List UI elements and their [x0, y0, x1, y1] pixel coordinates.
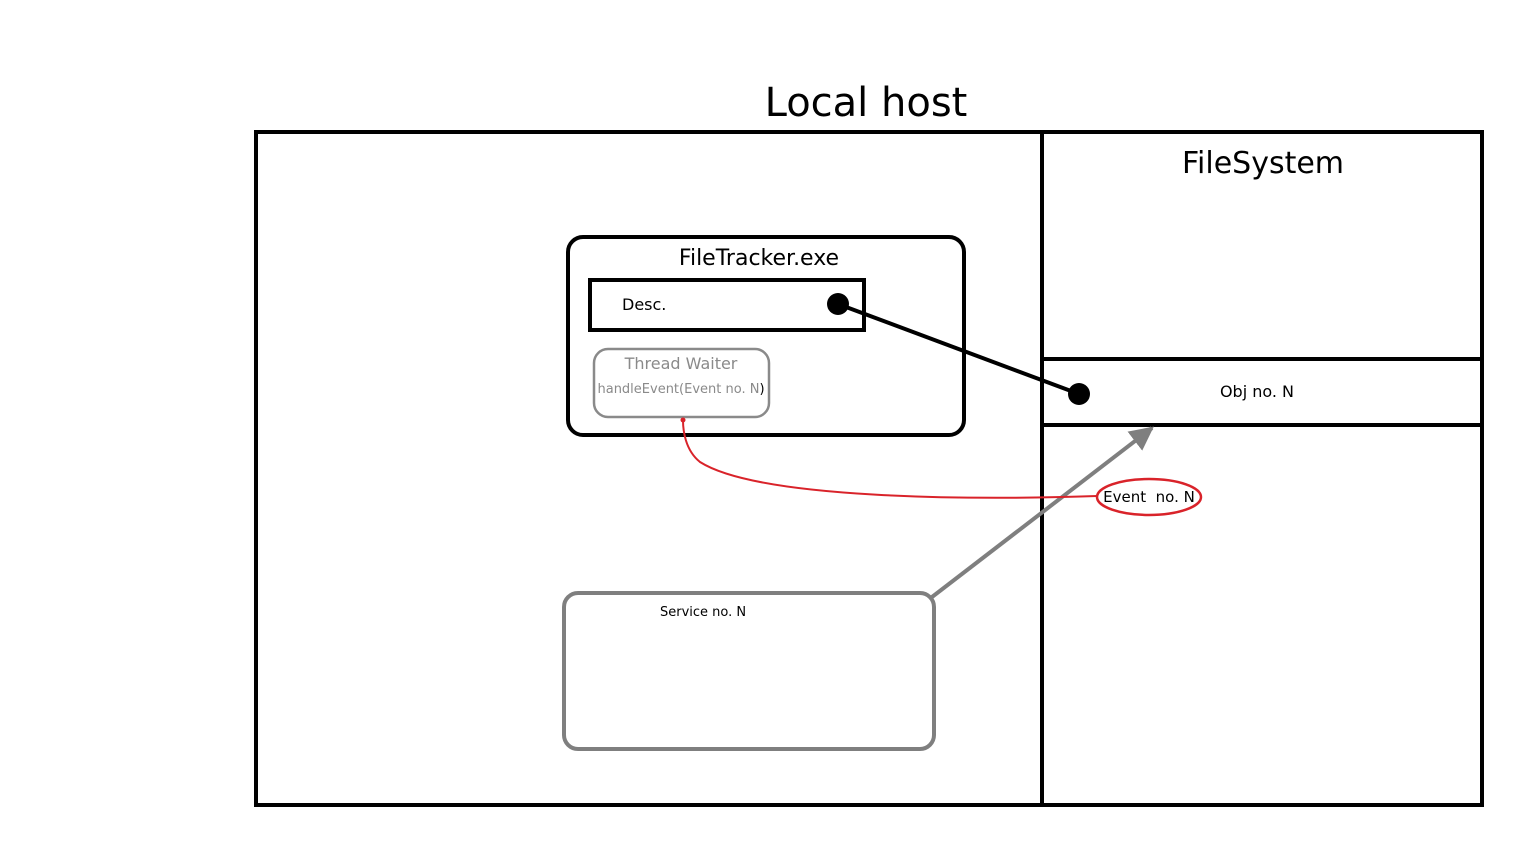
service-label: Service no. N	[660, 605, 746, 620]
object-endpoint-dot	[1068, 383, 1090, 405]
event-ellipse	[1095, 477, 1203, 517]
service-to-object-arrow	[930, 426, 1154, 599]
descriptor-box	[588, 278, 866, 332]
object-label: Obj no. N	[1220, 382, 1294, 401]
service-box	[562, 591, 936, 751]
filetracker-label: FileTracker.exe	[679, 246, 839, 271]
thread-waiter-box	[592, 347, 771, 419]
diagram-title: Local host	[765, 80, 968, 126]
thread-waiter-title: Thread Waiter	[624, 354, 738, 373]
event-label: Event no. N	[1103, 488, 1195, 506]
method-prefix: handleEvent(	[597, 382, 684, 397]
thread-waiter-method: handleEvent(Event no. N)	[597, 382, 764, 397]
method-argument: Event no. N	[684, 382, 759, 397]
descriptor-reference-line	[837, 302, 1080, 396]
filesystem-label: FileSystem	[1182, 146, 1344, 181]
event-curve-start-dot	[680, 417, 686, 423]
descriptor-label: Desc.	[622, 295, 666, 314]
event-notification-curve	[682, 419, 1098, 499]
filetracker-box	[566, 235, 966, 437]
local-host-box	[254, 130, 1484, 807]
descriptor-endpoint-dot	[827, 293, 849, 315]
method-suffix: )	[759, 382, 764, 397]
